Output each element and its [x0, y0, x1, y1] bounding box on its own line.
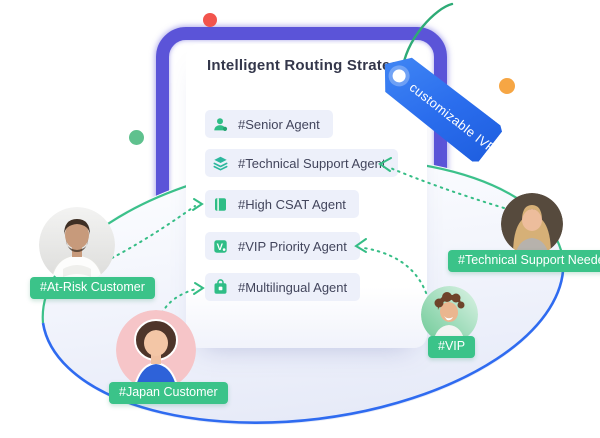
routing-row-technical-support-agent: #Technical Support Agent: [205, 149, 399, 177]
avatar-japan-customer: [116, 310, 196, 390]
badge-technical-support-needed: #Technical Support Needed: [448, 250, 600, 272]
curly-hair-man-avatar: [421, 286, 478, 343]
routing-row-vip-priority-agent: V #VIP Priority Agent: [205, 232, 360, 260]
book-icon: [215, 197, 226, 211]
vip-square-icon: V: [214, 239, 227, 253]
translate-bag-icon: [214, 278, 227, 294]
row-label: #Senior Agent: [238, 116, 320, 132]
blonde-woman-avatar: [501, 193, 563, 255]
avatar-technical-support-customer: [501, 193, 563, 255]
routing-row-multilingual-agent: #Multilingual Agent: [205, 273, 361, 301]
svg-text:V: V: [217, 242, 224, 253]
row-label: #Multilingual Agent: [238, 279, 348, 295]
woman-short-bob-avatar: [116, 310, 196, 390]
tag-hole-icon: [390, 66, 408, 84]
card-title: Intelligent Routing Strategy: [207, 57, 409, 74]
avatar-vip-customer: [421, 286, 478, 343]
row-label: #Technical Support Agent: [238, 155, 386, 171]
senior-agent-icon: [214, 117, 228, 131]
row-label: #High CSAT Agent: [238, 196, 346, 212]
badge-vip: #VIP: [428, 336, 476, 358]
man-crossed-arms-avatar: [39, 207, 115, 283]
routing-row-senior-agent: #Senior Agent: [205, 110, 333, 138]
row-label: #VIP Priority Agent: [238, 238, 347, 254]
layers-icon: [213, 156, 228, 170]
avatar-at-risk-customer: [39, 207, 115, 283]
red-dot: [203, 13, 217, 27]
green-dot: [129, 130, 144, 145]
routing-row-high-csat-agent: #High CSAT Agent: [205, 190, 359, 218]
badge-at-risk-customer: #At-Risk Customer: [30, 277, 155, 299]
orange-dot: [499, 78, 515, 94]
badge-japan-customer: #Japan Customer: [109, 382, 228, 404]
